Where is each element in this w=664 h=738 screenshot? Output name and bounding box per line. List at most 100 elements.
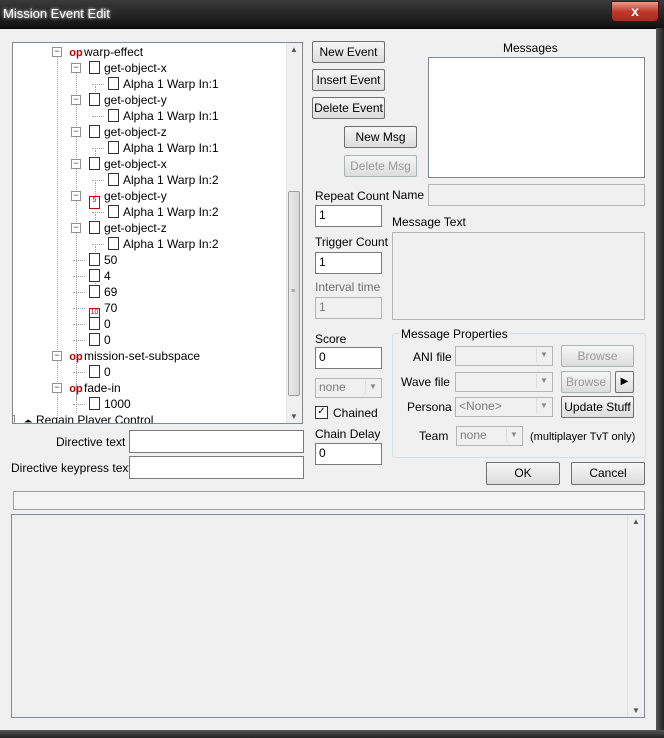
- persona-value: <None>: [459, 399, 502, 413]
- document-icon: [108, 173, 119, 186]
- tree-expander-icon[interactable]: −: [71, 63, 81, 73]
- team-select[interactable]: none ▼: [456, 426, 523, 446]
- repeat-count-input[interactable]: 1: [315, 205, 382, 227]
- help-scrollbar[interactable]: ▲ ▼: [627, 515, 644, 717]
- persona-combo[interactable]: <None> ▼: [455, 397, 553, 417]
- document-icon: [108, 205, 119, 218]
- ok-button[interactable]: OK: [486, 462, 560, 485]
- cancel-button[interactable]: Cancel: [571, 462, 645, 485]
- tree-node[interactable]: get-object-x: [87, 156, 167, 172]
- update-stuff-button[interactable]: Update Stuff: [561, 396, 634, 418]
- interval-time-label: Interval time: [315, 280, 381, 294]
- scroll-up-icon[interactable]: ▲: [290, 45, 298, 54]
- new-event-button[interactable]: New Event: [312, 41, 385, 63]
- browse-ani-button[interactable]: Browse: [561, 345, 634, 367]
- tree-connector: [73, 324, 85, 325]
- tree-node[interactable]: get-object-z: [87, 220, 167, 236]
- tree-node[interactable]: 50: [87, 252, 117, 268]
- document-icon: [89, 253, 100, 266]
- help-text-box[interactable]: ▲ ▼: [11, 514, 645, 718]
- tree-node[interactable]: Alpha 1 Warp In:2: [106, 172, 219, 188]
- new-msg-button[interactable]: New Msg: [344, 126, 417, 148]
- tree-node[interactable]: Alpha 1 Warp In:1: [106, 108, 219, 124]
- directive-text-input[interactable]: [129, 430, 304, 453]
- tree-node[interactable]: 0: [87, 332, 111, 348]
- tree-expander-icon[interactable]: −: [71, 191, 81, 201]
- scroll-down-icon[interactable]: ▼: [290, 412, 298, 421]
- name-input[interactable]: [428, 184, 645, 206]
- tree-node[interactable]: Alpha 1 Warp In:1: [106, 76, 219, 92]
- tree-node[interactable]: Alpha 1 Warp In:2: [106, 204, 219, 220]
- message-properties-title: Message Properties: [399, 327, 510, 341]
- team-combo[interactable]: none ▼: [315, 378, 382, 398]
- trigger-count-input[interactable]: 1: [315, 252, 382, 274]
- tree-connector: [57, 54, 58, 418]
- document-icon: [89, 285, 100, 298]
- wave-file-combo[interactable]: ▼: [455, 372, 553, 392]
- chain-delay-input[interactable]: 0: [315, 443, 382, 465]
- tree-node[interactable]: opwarp-effect: [68, 44, 143, 60]
- tree-expander-icon[interactable]: +: [13, 415, 15, 423]
- tree-node-label: get-object-z: [104, 221, 167, 235]
- tree-connector: [95, 182, 96, 198]
- delete-msg-button[interactable]: Delete Msg: [344, 155, 417, 177]
- document-icon: 5: [89, 196, 100, 209]
- tree-node-label: fade-in: [84, 381, 121, 395]
- tree-scroll-thumb[interactable]: ≡: [288, 191, 300, 396]
- scroll-down-icon[interactable]: ▼: [632, 706, 640, 715]
- document-icon: [108, 237, 119, 250]
- tree-node-label: Regain Player Control: [36, 413, 154, 424]
- grip-icon: ≡: [291, 288, 296, 295]
- document-icon: [89, 93, 100, 106]
- tree-node[interactable]: Alpha 1 Warp In:2: [106, 236, 219, 252]
- tree-node[interactable]: get-object-x: [87, 60, 167, 76]
- tree-connector: [92, 180, 104, 181]
- tree-node[interactable]: 0: [87, 316, 111, 332]
- tree-node[interactable]: get-object-y: [87, 92, 167, 108]
- message-text-area[interactable]: [392, 232, 645, 320]
- browse-wave-button[interactable]: Browse: [561, 371, 611, 393]
- tree-node[interactable]: 0: [87, 364, 111, 380]
- tree-node[interactable]: opfade-in: [68, 380, 121, 396]
- tree-node[interactable]: opmission-set-subspace: [68, 348, 200, 364]
- tree-node[interactable]: get-object-z: [87, 124, 167, 140]
- title-bar[interactable]: Mission Event Edit x: [0, 0, 664, 29]
- scroll-up-icon[interactable]: ▲: [632, 517, 640, 526]
- tree-node[interactable]: 1000: [87, 396, 131, 412]
- tree-node-label: 0: [104, 317, 111, 331]
- insert-event-button[interactable]: Insert Event: [312, 69, 385, 91]
- tree-node[interactable]: ⏏Regain Player Control: [21, 412, 154, 424]
- ani-file-combo[interactable]: ▼: [455, 346, 553, 366]
- tree-expander-icon[interactable]: −: [71, 127, 81, 137]
- ani-file-label: ANI file: [413, 350, 452, 364]
- chain-delay-label: Chain Delay: [315, 427, 381, 441]
- tree-node[interactable]: 4: [87, 268, 111, 284]
- tree-expander-icon[interactable]: −: [52, 47, 62, 57]
- directive-text-label: Directive text: [56, 435, 126, 449]
- tree-node[interactable]: 69: [87, 284, 117, 300]
- document-icon: [89, 157, 100, 170]
- tree-node-label: 0: [104, 365, 111, 379]
- close-button[interactable]: x: [611, 1, 659, 22]
- tree-node-label: 70: [104, 301, 118, 315]
- play-wave-button[interactable]: ▶: [615, 371, 634, 393]
- interval-time-input[interactable]: 1: [315, 297, 382, 319]
- tree-node-label: get-object-z: [104, 125, 167, 139]
- tree-expander-icon[interactable]: −: [52, 351, 62, 361]
- message-text-label: Message Text: [392, 215, 466, 229]
- chained-checkbox[interactable]: ✓: [315, 406, 328, 419]
- directive-keypress-input[interactable]: [129, 456, 304, 479]
- tree-expander-icon[interactable]: −: [52, 383, 62, 393]
- score-input[interactable]: 0: [315, 347, 382, 369]
- tree-expander-icon[interactable]: −: [71, 95, 81, 105]
- document-icon: [89, 317, 100, 330]
- delete-event-button[interactable]: Delete Event: [312, 97, 385, 119]
- tree-node[interactable]: Alpha 1 Warp In:1: [106, 140, 219, 156]
- tree-expander-icon[interactable]: −: [71, 159, 81, 169]
- tree-scrollbar[interactable]: ▲ ≡ ▼: [286, 43, 302, 423]
- tree-expander-icon[interactable]: −: [71, 223, 81, 233]
- messages-list[interactable]: [428, 57, 645, 178]
